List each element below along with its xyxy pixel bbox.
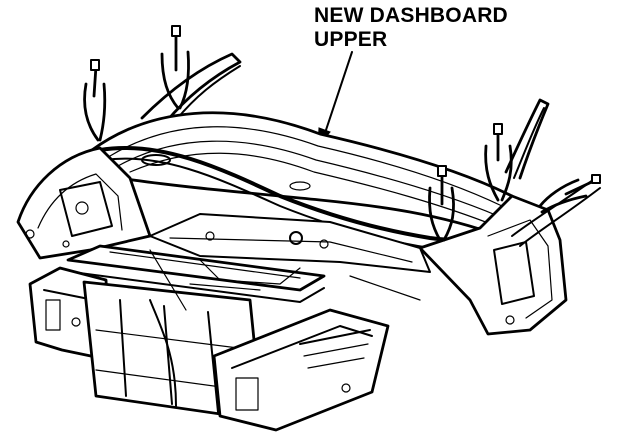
- engine-bay-detail: [149, 249, 421, 311]
- callout-leader-arrow: [317, 51, 353, 148]
- right-front-frame: [212, 308, 390, 432]
- right-fender-apron: [418, 177, 601, 336]
- clamp-3: [428, 165, 455, 242]
- clamp-4: [484, 123, 513, 202]
- callout-label: NEW DASHBOARD UPPER: [314, 4, 534, 52]
- clamp-5: [538, 174, 601, 214]
- dashboard-lower-firewall: [149, 213, 431, 273]
- callout-label-line-2: UPPER: [314, 28, 388, 51]
- clamp-1: [83, 59, 107, 142]
- left-fender-apron: [16, 146, 152, 260]
- cowl-panel: [90, 111, 514, 238]
- clamp-2: [160, 25, 190, 110]
- callout-label-line-1: NEW DASHBOARD: [314, 4, 508, 27]
